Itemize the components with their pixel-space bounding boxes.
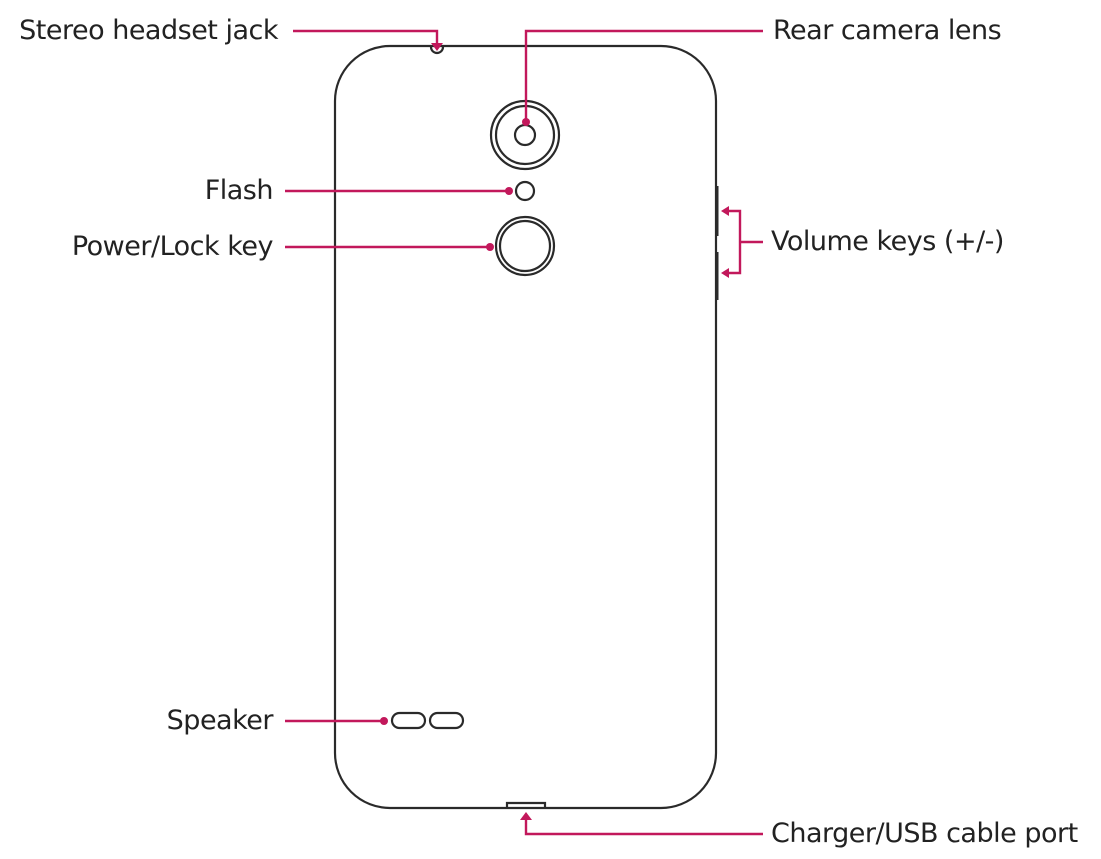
dot-rear-camera-lens	[522, 118, 530, 126]
label-power-lock-key: Power/Lock key	[71, 231, 274, 262]
power-lock-key-shape	[494, 215, 556, 277]
headset-jack-notch	[429, 46, 445, 55]
flash-shape	[514, 180, 536, 202]
leader-line-stereo-headset-jack	[293, 29, 439, 46]
label-volume-keys: Volume keys (+/-)	[771, 226, 1004, 257]
arrow-tip-volume-down	[721, 268, 729, 278]
leader-line-charger-usb-port	[524, 818, 763, 836]
label-rear-camera-lens: Rear camera lens	[773, 15, 1002, 46]
leader-line-rear-camera-lens	[524, 29, 763, 120]
arrow-tip-stereo-headset-jack	[431, 43, 443, 51]
arrow-tip-volume-up	[721, 206, 729, 216]
label-speaker: Speaker	[166, 705, 274, 736]
dot-flash	[505, 187, 513, 195]
label-stereo-headset-jack: Stereo headset jack	[19, 15, 278, 46]
label-charger-usb-port: Charger/USB cable port	[771, 818, 1078, 849]
arrow-tip-charger-usb-port	[520, 812, 532, 820]
leader-line-volume-keys	[726, 209, 763, 275]
label-flash: Flash	[204, 175, 274, 206]
phone-body-outline	[333, 44, 718, 810]
speaker-grille-shape	[390, 711, 465, 730]
usb-port-shape	[505, 801, 547, 808]
dot-speaker	[380, 717, 388, 725]
dot-power-lock-key	[486, 243, 494, 251]
